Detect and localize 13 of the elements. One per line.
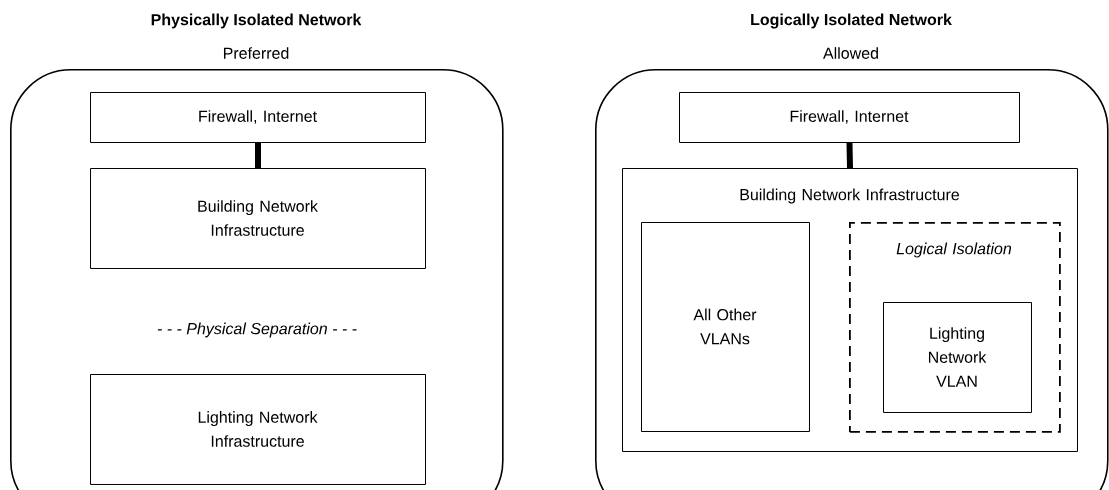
network-box: Lighting Network Infrastructure <box>90 374 426 485</box>
network-box: Lighting Network VLAN <box>883 302 1032 413</box>
connector-line <box>846 142 853 169</box>
node-label: Allowed <box>823 47 878 59</box>
network-box: Building Network Infrastructure <box>90 168 426 269</box>
separation-note: - - - Physical Separation - - - <box>157 322 357 338</box>
node-label: Logically Isolated Network <box>751 13 952 29</box>
network-box: Firewall, Internet <box>679 92 1020 143</box>
network-box: All Other VLANs <box>641 222 810 432</box>
connector-line <box>255 143 261 168</box>
network-box: Firewall, Internet <box>90 92 426 143</box>
node-label: Physically Isolated Network <box>151 13 362 29</box>
node-label: Preferred <box>223 47 289 59</box>
